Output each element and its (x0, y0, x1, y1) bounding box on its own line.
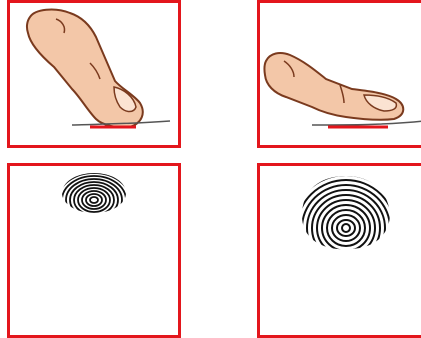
finger-flat-icon (260, 3, 421, 145)
finger-pressing-icon (10, 3, 178, 145)
fingerprint-small-icon (10, 166, 178, 335)
fingertip-print-panel (7, 163, 181, 338)
flat-finger-contact-panel (257, 0, 421, 148)
flat-finger-print-panel (257, 163, 421, 338)
fingertip-contact-panel (7, 0, 181, 148)
fingerprint-large-icon (260, 166, 421, 335)
